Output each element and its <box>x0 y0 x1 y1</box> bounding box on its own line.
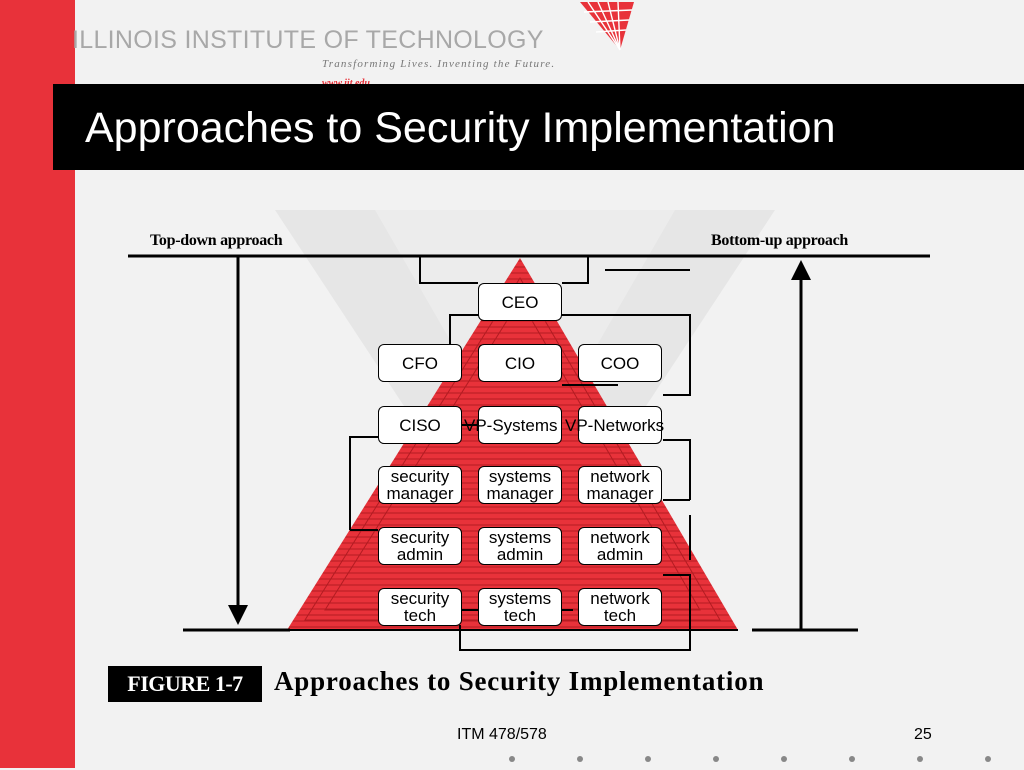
node-security-admin: security admin <box>378 527 462 565</box>
node-network-admin: network admin <box>578 527 662 565</box>
node-systems-manager: systems manager <box>478 466 562 504</box>
node-coo: COO <box>578 344 662 382</box>
bottom-up-label: Bottom-up approach <box>711 232 848 249</box>
node-network-tech: network tech <box>578 588 662 626</box>
title-band: Approaches to Security Implementation <box>53 84 1024 170</box>
node-vp-systems-frame <box>478 406 562 444</box>
figure-caption: Approaches to Security Implementation <box>274 666 765 696</box>
up-arrow-icon <box>791 260 811 280</box>
footer-course-code: ITM 478/578 <box>457 726 547 743</box>
node-ciso: CISO <box>378 406 462 444</box>
node-vp-networks-frame <box>578 406 662 444</box>
node-ceo: CEO <box>478 283 562 321</box>
institution-name: ILLINOIS INSTITUTE OF TECHNOLOGY <box>72 26 544 54</box>
footer-page-number: 25 <box>914 726 932 743</box>
node-cio: CIO <box>478 344 562 382</box>
slide-title: Approaches to Security Implementation <box>85 104 836 152</box>
institution-url[interactable]: www.iit.edu <box>322 78 370 89</box>
node-vp-networks: VP-Networks <box>565 416 665 435</box>
figure-tag: FIGURE 1-7 <box>108 666 262 702</box>
node-vp-systems: VP-Systems <box>464 416 558 435</box>
node-systems-admin: systems admin <box>478 527 562 565</box>
iit-logo-icon <box>580 1 634 51</box>
node-systems-tech: systems tech <box>478 588 562 626</box>
footer-dots <box>509 756 991 762</box>
node-security-tech: security tech <box>378 588 462 626</box>
node-cfo: CFO <box>378 344 462 382</box>
top-down-label: Top-down approach <box>150 232 283 249</box>
node-security-manager: security manager <box>378 466 462 504</box>
down-arrow-icon <box>228 605 248 625</box>
institution-tagline: Transforming Lives. Inventing the Future… <box>322 58 556 70</box>
node-network-manager: network manager <box>578 466 662 504</box>
